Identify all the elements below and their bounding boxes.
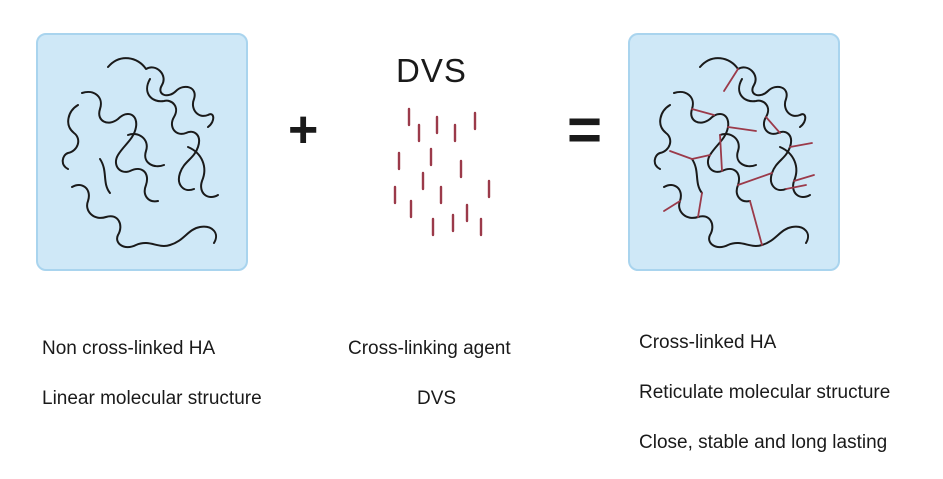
non-crosslinked-ha-panel [36,33,248,271]
plus-operator: + [288,101,319,159]
left-caption-title: Non cross-linked HA [42,338,216,359]
right-caption-title: Cross-linked HA [639,332,777,353]
right-caption-structure: Reticulate molecular structure [639,382,891,403]
dvs-label: DVS [396,52,467,89]
reticulate-network-illustration [653,57,815,249]
middle-caption-title: Cross-linking agent [348,338,511,359]
left-caption-structure: Linear molecular structure [42,388,262,409]
middle-caption-agent: DVS [417,388,457,409]
crosslinked-ha-panel [628,33,840,271]
equals-operator: = [567,96,603,163]
linear-chains-illustration [61,57,219,249]
right-caption-properties: Close, stable and long lasting [639,432,888,453]
dvs-molecules-illustration [393,107,491,237]
